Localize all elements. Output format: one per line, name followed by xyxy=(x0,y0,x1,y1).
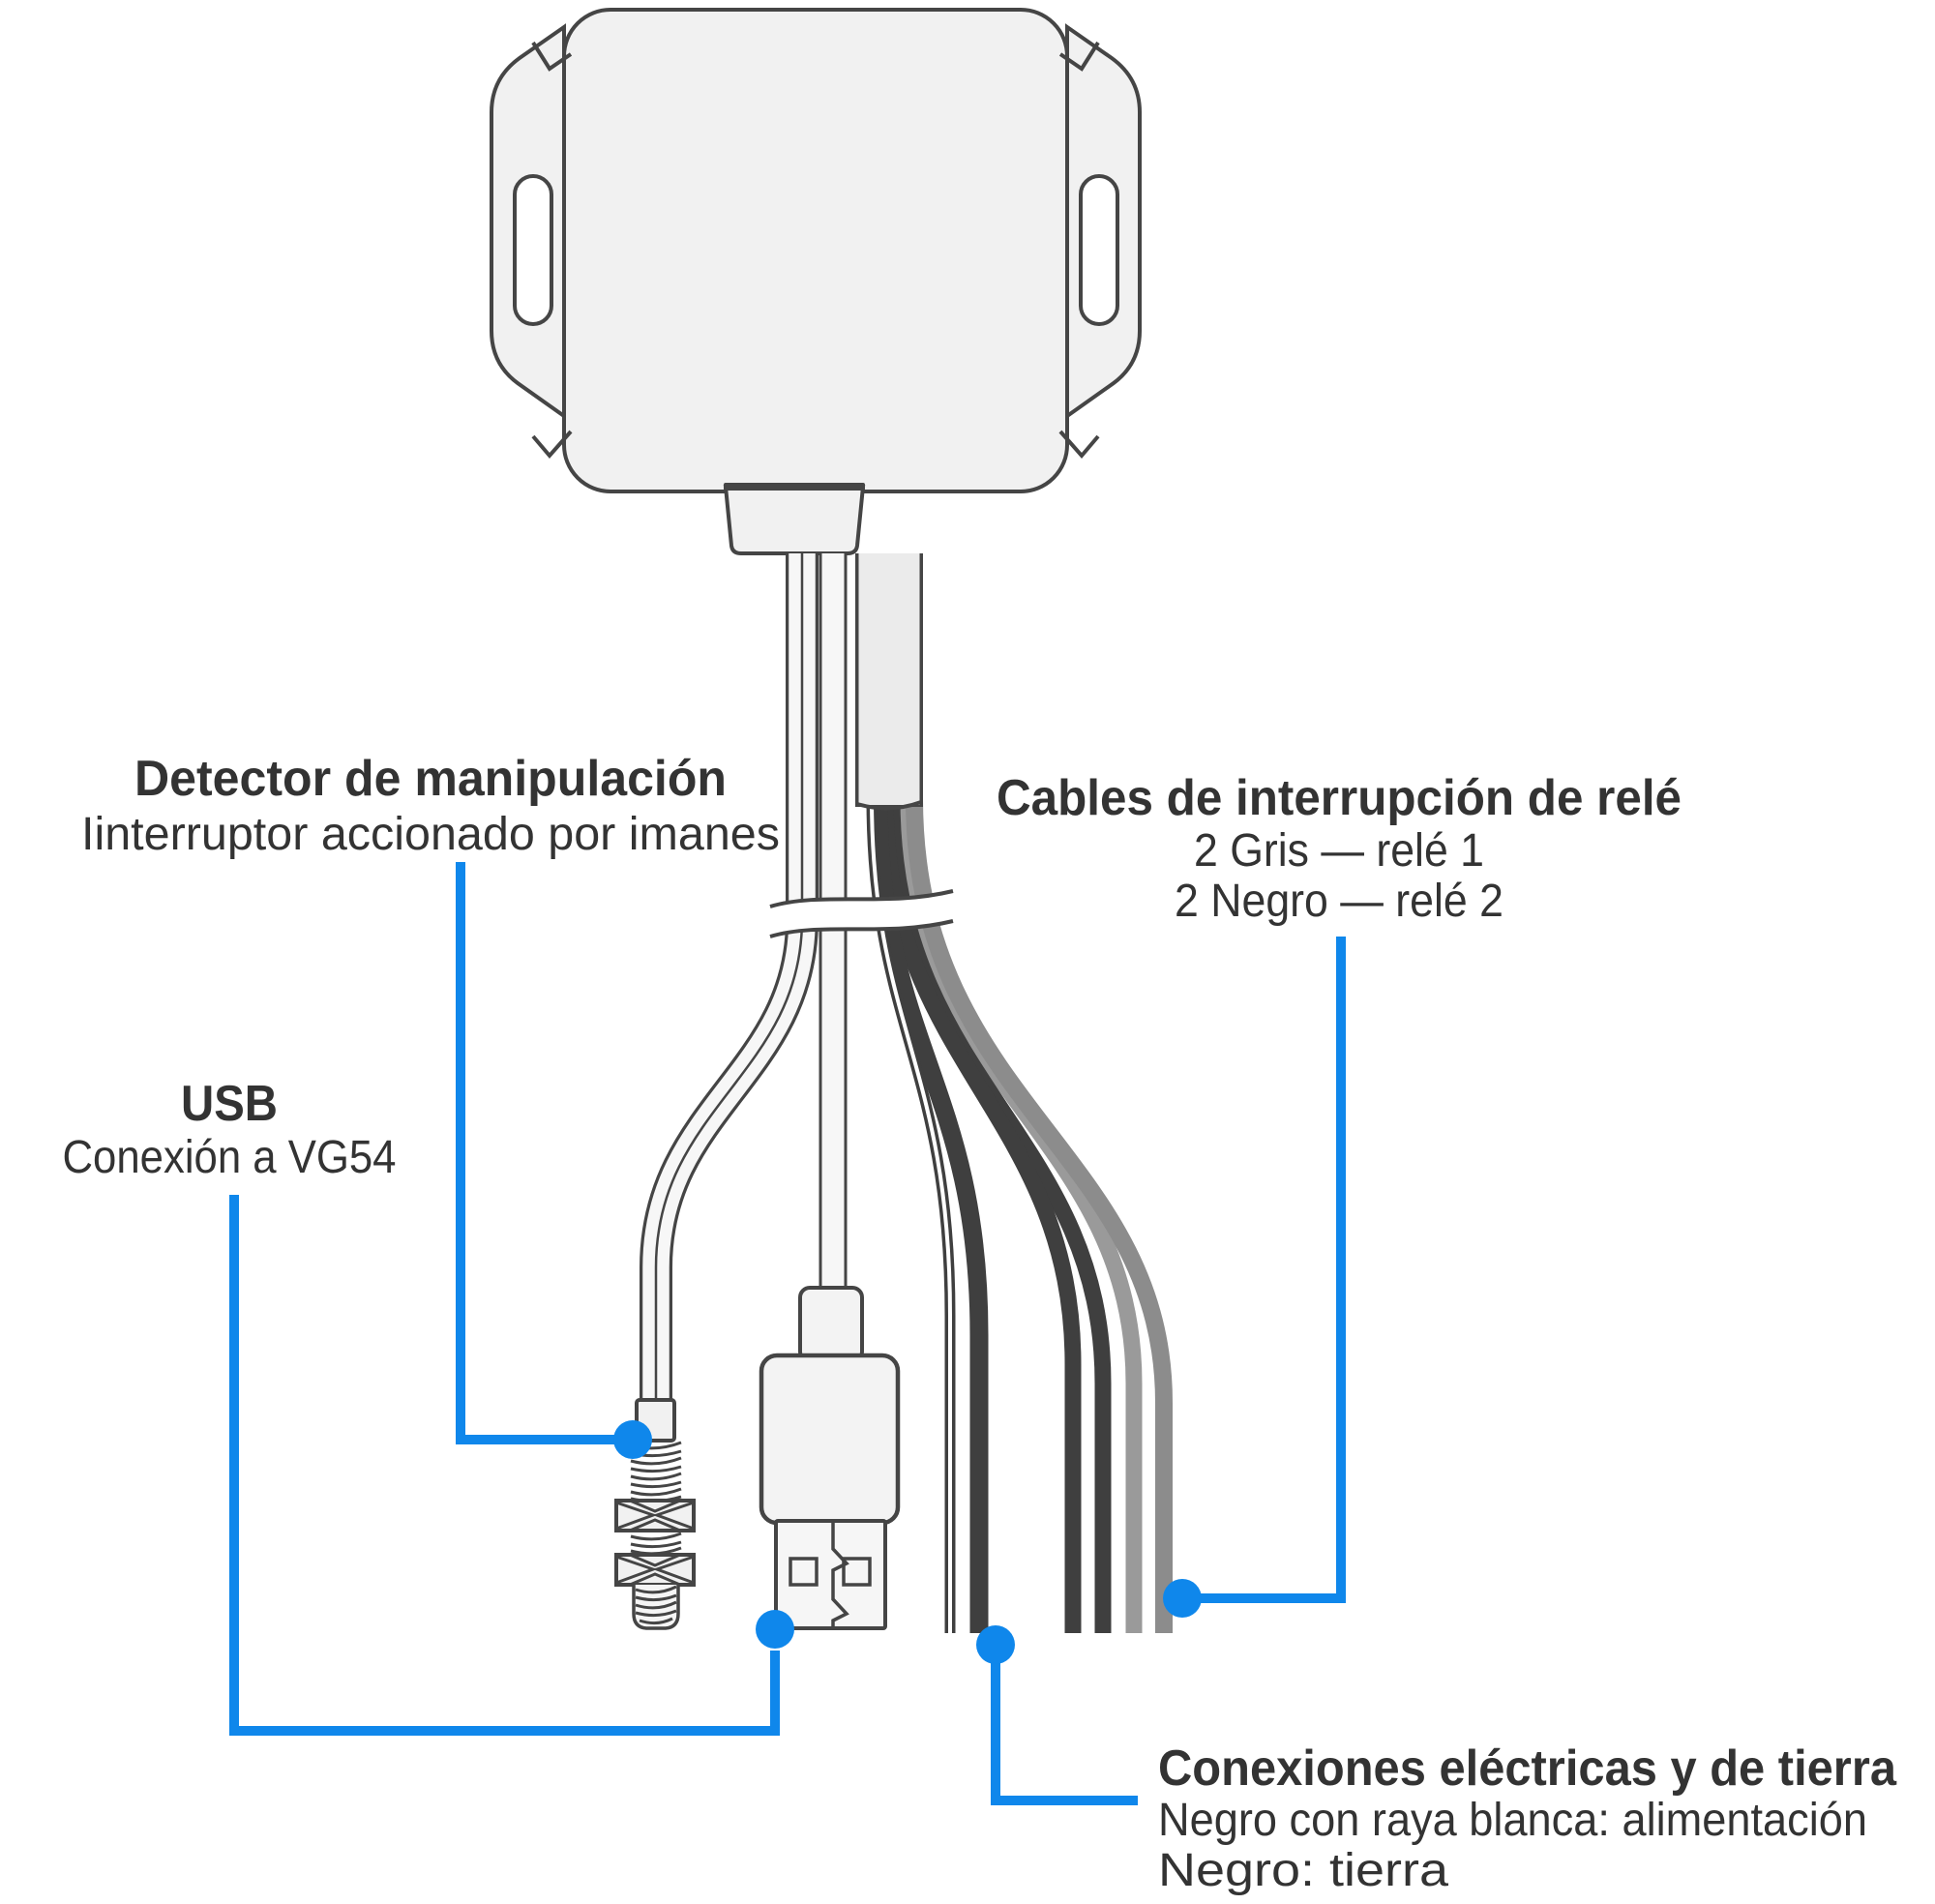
cable-gland xyxy=(723,485,866,555)
notch-bottom-left xyxy=(531,430,573,460)
relay-label-line2: 2 Negro — relé 2 xyxy=(1175,876,1503,927)
usb-plug-body xyxy=(759,1353,901,1526)
tamper-label: Detector de manipulación Iinterruptor ac… xyxy=(81,751,780,860)
usb-label: USB Conexión a VG54 xyxy=(63,1076,397,1183)
tamper-leader-line xyxy=(456,862,628,1444)
usb-label-title: USB xyxy=(181,1076,278,1132)
power-leader-line xyxy=(991,1657,1138,1805)
mounting-slot-right xyxy=(1079,174,1119,326)
relay-point-marker xyxy=(1163,1579,1202,1618)
power-point-marker xyxy=(976,1625,1015,1664)
cable-tie-bottom-edge xyxy=(769,919,954,938)
cable-tie-band xyxy=(770,891,953,937)
tamper-label-title: Detector de manipulación xyxy=(134,751,727,807)
tamper-threads-middle xyxy=(630,1532,682,1556)
corner-notches xyxy=(531,41,1100,460)
power-label: Conexiones eléctricas y de tierra Negro … xyxy=(1158,1740,1897,1896)
relay-label-line1: 2 Gris — relé 1 xyxy=(1194,825,1484,877)
notch-bottom-right xyxy=(1058,430,1100,460)
tamper-nut-1-facets xyxy=(615,1499,695,1532)
usb-point-marker xyxy=(756,1610,794,1649)
power-label-title: Conexiones eléctricas y de tierra xyxy=(1158,1740,1897,1797)
tamper-nut-2-facets xyxy=(615,1553,695,1587)
tamper-cable xyxy=(642,553,816,1405)
notch-top-right xyxy=(1058,41,1100,72)
tracker-device xyxy=(490,8,1142,555)
relay-leader-line xyxy=(1196,937,1346,1603)
callout-dots xyxy=(613,1420,1202,1664)
callout-lines xyxy=(229,862,1346,1805)
power-label-line2: Negro: tierra xyxy=(1158,1845,1448,1896)
labels: Detector de manipulación Iinterruptor ac… xyxy=(63,751,1898,1896)
relay-label-title: Cables de interrupción de relé xyxy=(997,770,1682,826)
power-striped-wire-white-stripe xyxy=(870,797,952,1633)
bundle-sheath-end xyxy=(856,800,922,811)
power-label-line1: Negro con raya blanca: alimentación xyxy=(1158,1795,1867,1846)
cable-bundle xyxy=(640,553,923,1405)
tamper-label-subtitle: Iinterruptor accionado por imanes xyxy=(81,809,780,860)
usb-label-subtitle: Conexión a VG54 xyxy=(63,1132,397,1183)
usb-strain-relief xyxy=(798,1286,864,1363)
relay-label: Cables de interrupción de relé 2 Gris — … xyxy=(997,770,1682,927)
usb-metal-shield xyxy=(774,1519,887,1630)
notch-top-left xyxy=(531,41,573,72)
usb-leader-line xyxy=(229,1195,780,1736)
tamper-cable-split-line xyxy=(654,553,804,1405)
mounting-slot-left xyxy=(513,174,553,326)
tamper-point-marker xyxy=(613,1420,652,1459)
usb-contact-left xyxy=(789,1557,819,1587)
usb-shield-divider xyxy=(831,1523,849,1626)
cable-tie-top-edge xyxy=(769,889,954,908)
ground-black-wire xyxy=(869,797,989,1633)
gland-top-bar xyxy=(724,483,865,491)
usb-connector xyxy=(759,1286,901,1630)
usb-contact-right xyxy=(842,1557,872,1587)
cable-tie xyxy=(769,889,954,938)
device-body xyxy=(562,8,1069,493)
tamper-threads-tip xyxy=(635,1585,677,1625)
